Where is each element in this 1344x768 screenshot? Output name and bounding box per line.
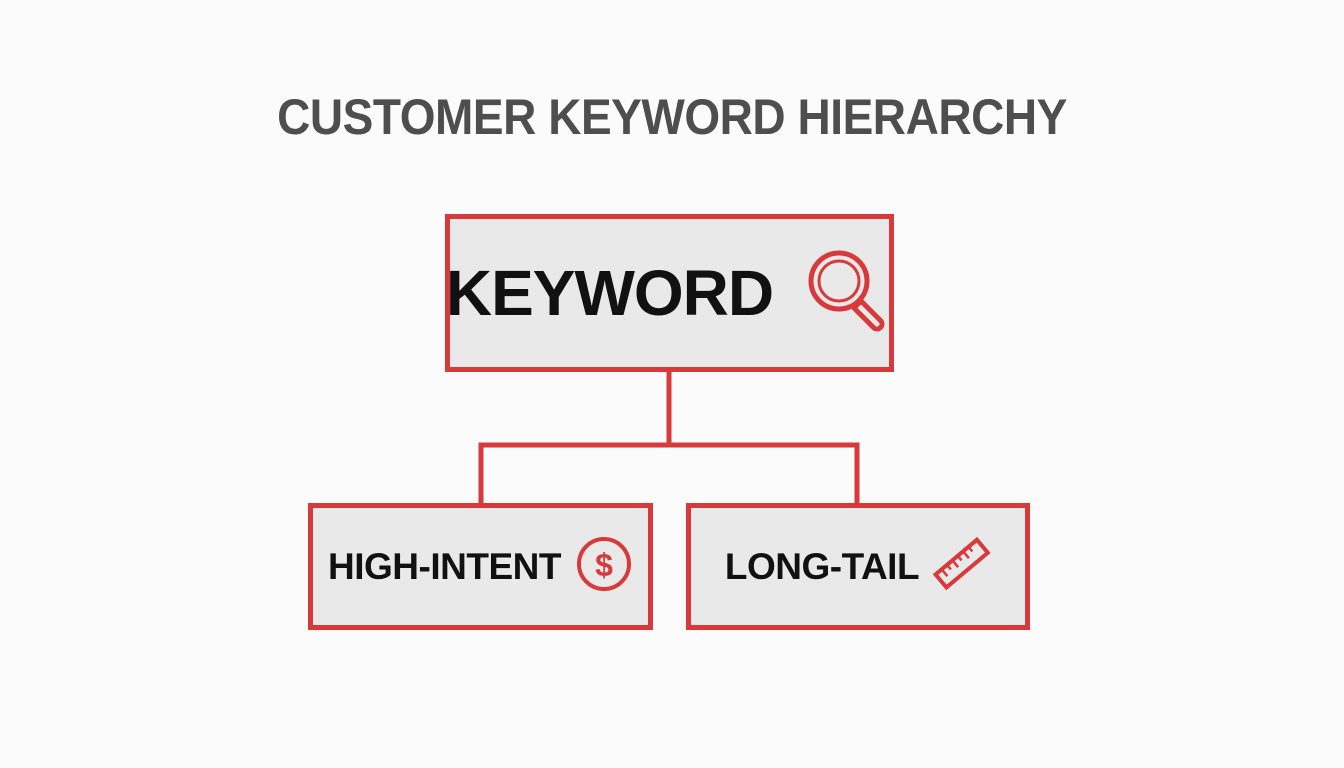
child-node-long-tail: LONG-TAIL xyxy=(686,503,1030,630)
child-node-label: LONG-TAIL xyxy=(724,545,920,587)
child-node-label: HIGH-INTENT xyxy=(328,545,561,587)
magnifier-icon xyxy=(801,245,893,342)
dollar-icon: $ xyxy=(575,535,633,598)
root-node-keyword: KEYWORD xyxy=(445,214,894,372)
ruler-icon xyxy=(932,535,991,598)
child-node-high-intent: HIGH-INTENT $ xyxy=(308,503,653,630)
diagram-title: CUSTOMER KEYWORD HIERARCHY xyxy=(277,89,1067,145)
root-node-label: KEYWORD xyxy=(445,257,774,329)
svg-text:$: $ xyxy=(595,547,613,583)
